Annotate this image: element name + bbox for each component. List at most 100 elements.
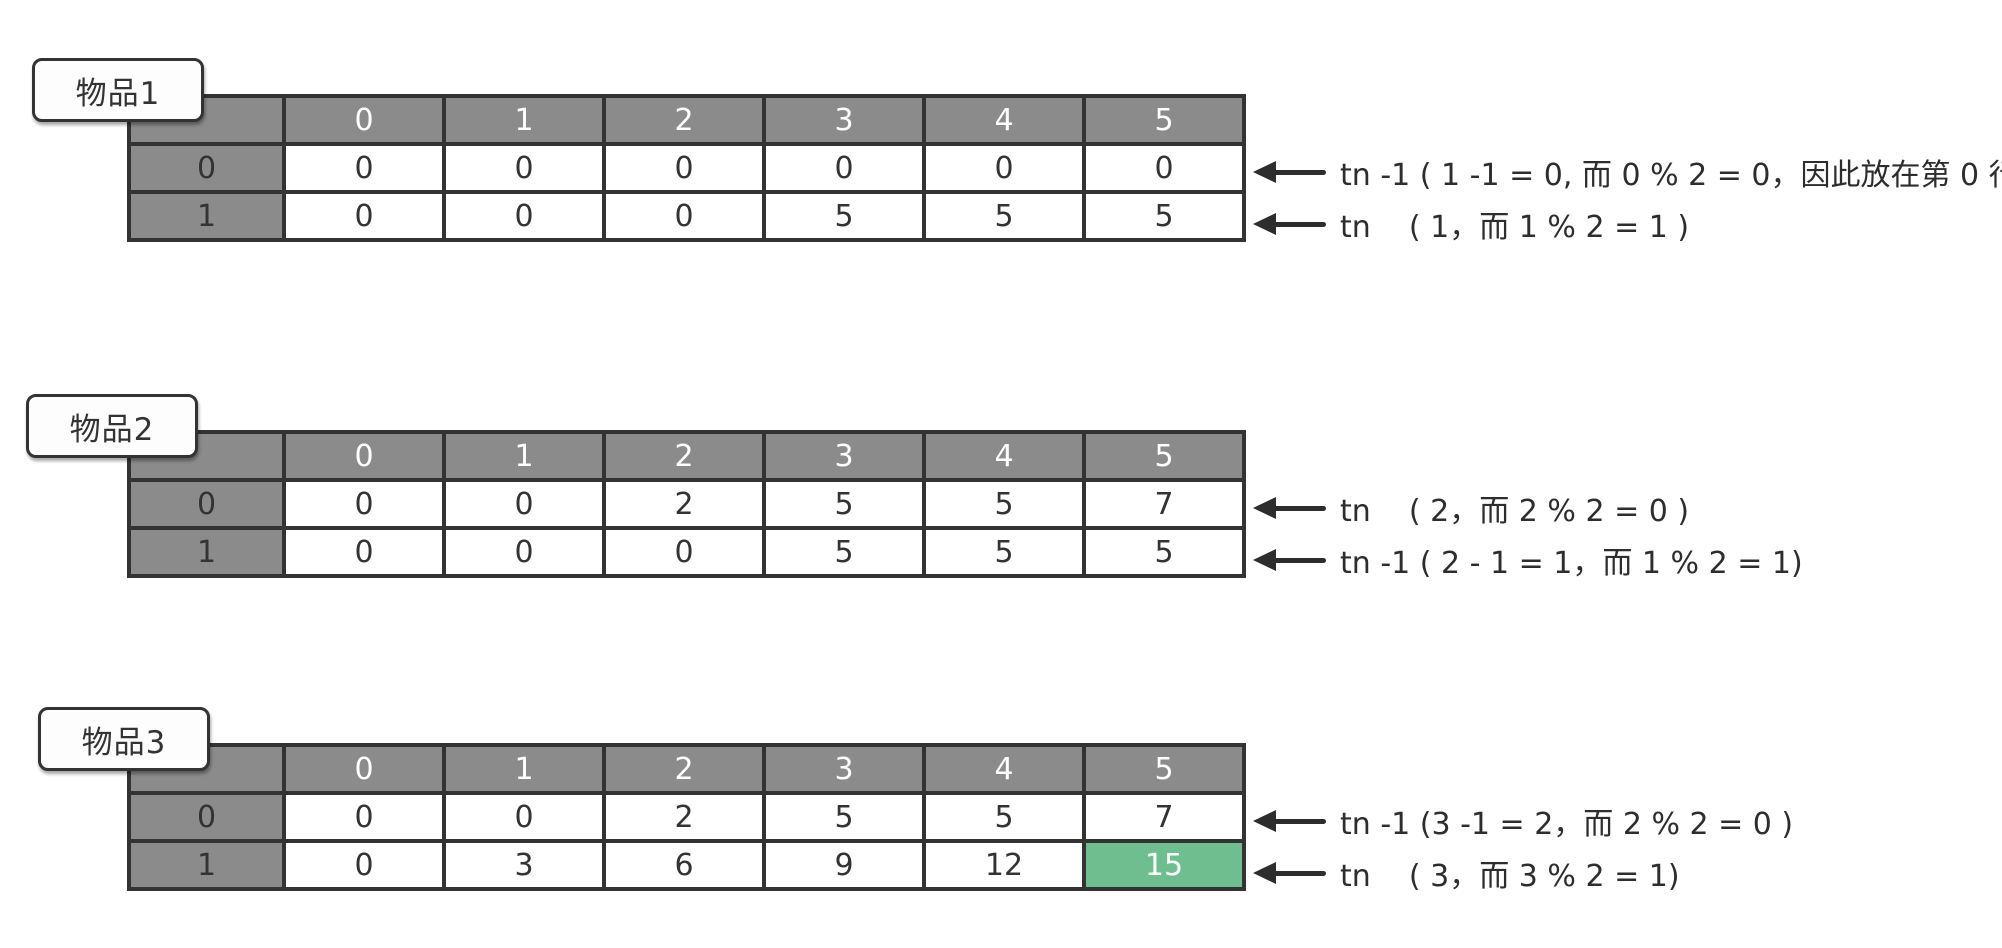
- cell: 5: [762, 526, 926, 578]
- cell: 0: [442, 190, 606, 242]
- cell: 0: [282, 190, 446, 242]
- col-header: 0: [282, 743, 446, 795]
- row-header: 0: [127, 478, 286, 530]
- cell: 7: [1082, 791, 1246, 843]
- cell: 0: [1082, 142, 1246, 194]
- annotation-text: tn -1 ( 2 - 1 = 1，而 1 % 2 = 1): [1340, 546, 1803, 581]
- cell: 3: [442, 839, 606, 891]
- col-header: 3: [762, 94, 926, 146]
- col-header: 5: [1082, 743, 1246, 795]
- row-header: 1: [127, 526, 286, 578]
- cell: 0: [442, 791, 606, 843]
- cell: 5: [1082, 190, 1246, 242]
- item2-label-badge: 物品2: [26, 394, 198, 458]
- cell: 0: [442, 142, 606, 194]
- cell: 5: [762, 791, 926, 843]
- cell: 0: [442, 526, 606, 578]
- annotation-text: tn ( 1，而 1 % 2 = 1 ): [1340, 210, 1690, 245]
- col-header: 2: [602, 94, 766, 146]
- item3-group: 物品3 0 1 2 3 4 5 0 0 0 2 5: [0, 707, 2002, 947]
- left-arrow-icon: [1253, 497, 1326, 519]
- cell: 0: [602, 526, 766, 578]
- col-header: 4: [922, 430, 1086, 482]
- cell: 0: [282, 526, 446, 578]
- header-row: 0 1 2 3 4 5: [127, 94, 1246, 146]
- item3-label-badge: 物品3: [38, 707, 210, 771]
- cell: 0: [282, 478, 446, 530]
- annotation-text: tn -1 (3 -1 = 2，而 2 % 2 = 0 ): [1340, 807, 1794, 842]
- cell: 0: [282, 839, 446, 891]
- row0-annotation: tn ( 2，而 2 % 2 = 0 ): [1253, 486, 1689, 530]
- cell: 5: [922, 526, 1086, 578]
- item1-label: 物品1: [75, 75, 161, 112]
- item2-label: 物品2: [69, 411, 155, 448]
- cell: 2: [602, 478, 766, 530]
- row0-annotation: tn -1 ( 1 -1 = 0, 而 0 % 2 = 0，因此放在第 0 行，…: [1253, 150, 2002, 194]
- col-header: 1: [442, 430, 606, 482]
- annotation-text: tn ( 2，而 2 % 2 = 0 ): [1340, 494, 1690, 529]
- col-header: 3: [762, 430, 926, 482]
- col-header: 4: [922, 94, 1086, 146]
- col-header: 1: [442, 94, 606, 146]
- row1-annotation: tn -1 ( 2 - 1 = 1，而 1 % 2 = 1): [1253, 538, 1803, 582]
- cell: 7: [1082, 478, 1246, 530]
- left-arrow-icon: [1253, 810, 1326, 832]
- cell: 0: [922, 142, 1086, 194]
- cell: 12: [922, 839, 1086, 891]
- col-header: 3: [762, 743, 926, 795]
- cell: 0: [442, 478, 606, 530]
- cell: 9: [762, 839, 926, 891]
- item1-group: 物品1 0 1 2 3 4 5 0 0 0 0 0: [0, 58, 2002, 298]
- left-arrow-icon: [1253, 549, 1326, 571]
- item3-dp-table: 0 1 2 3 4 5 0 0 0 2 5 5 7 1: [127, 743, 1246, 891]
- cell: 5: [762, 190, 926, 242]
- cell: 0: [762, 142, 926, 194]
- row-header: 1: [127, 190, 286, 242]
- col-header: 0: [282, 94, 446, 146]
- col-header: 5: [1082, 430, 1246, 482]
- corner-cell: [127, 430, 286, 482]
- col-header: 5: [1082, 94, 1246, 146]
- cell: 5: [922, 791, 1086, 843]
- col-header: 2: [602, 743, 766, 795]
- table-row: 1 0 0 0 5 5 5: [127, 190, 1246, 242]
- cell: 5: [762, 478, 926, 530]
- left-arrow-icon: [1253, 862, 1326, 884]
- table-row: 0 0 0 2 5 5 7: [127, 791, 1246, 843]
- annotation-text: tn ( 3，而 3 % 2 = 1): [1340, 859, 1680, 894]
- header-row: 0 1 2 3 4 5: [127, 743, 1246, 795]
- col-header: 1: [442, 743, 606, 795]
- cell: 2: [602, 791, 766, 843]
- cell: 5: [1082, 526, 1246, 578]
- col-header: 2: [602, 430, 766, 482]
- row-header: 0: [127, 791, 286, 843]
- item3-label: 物品3: [81, 724, 167, 761]
- table-row: 1 0 0 0 5 5 5: [127, 526, 1246, 578]
- col-header: 4: [922, 743, 1086, 795]
- item1-label-badge: 物品1: [32, 58, 204, 122]
- left-arrow-icon: [1253, 161, 1326, 183]
- item2-group: 物品2 0 1 2 3 4 5 0 0 0 2 5: [0, 394, 2002, 634]
- cell: 0: [282, 791, 446, 843]
- row-header: 0: [127, 142, 286, 194]
- table-row: 0 0 0 2 5 5 7: [127, 478, 1246, 530]
- item2-dp-table: 0 1 2 3 4 5 0 0 0 2 5 5 7 1: [127, 430, 1246, 578]
- cell: 0: [602, 190, 766, 242]
- row-header: 1: [127, 839, 286, 891]
- cell: 5: [922, 190, 1086, 242]
- cell: 0: [282, 142, 446, 194]
- row1-annotation: tn ( 3，而 3 % 2 = 1): [1253, 851, 1680, 895]
- annotation-text: tn -1 ( 1 -1 = 0, 而 0 % 2 = 0，因此放在第 0 行，…: [1340, 158, 2002, 193]
- header-row: 0 1 2 3 4 5: [127, 430, 1246, 482]
- table-row: 1 0 3 6 9 12 15: [127, 839, 1246, 891]
- cell: 6: [602, 839, 766, 891]
- cell: 0: [602, 142, 766, 194]
- table-row: 0 0 0 0 0 0 0: [127, 142, 1246, 194]
- left-arrow-icon: [1253, 213, 1326, 235]
- col-header: 0: [282, 430, 446, 482]
- cell: 5: [922, 478, 1086, 530]
- cell: 15: [1082, 839, 1246, 891]
- row1-annotation: tn ( 1，而 1 % 2 = 1 ): [1253, 202, 1689, 246]
- item1-dp-table: 0 1 2 3 4 5 0 0 0 0 0 0 0 1: [127, 94, 1246, 242]
